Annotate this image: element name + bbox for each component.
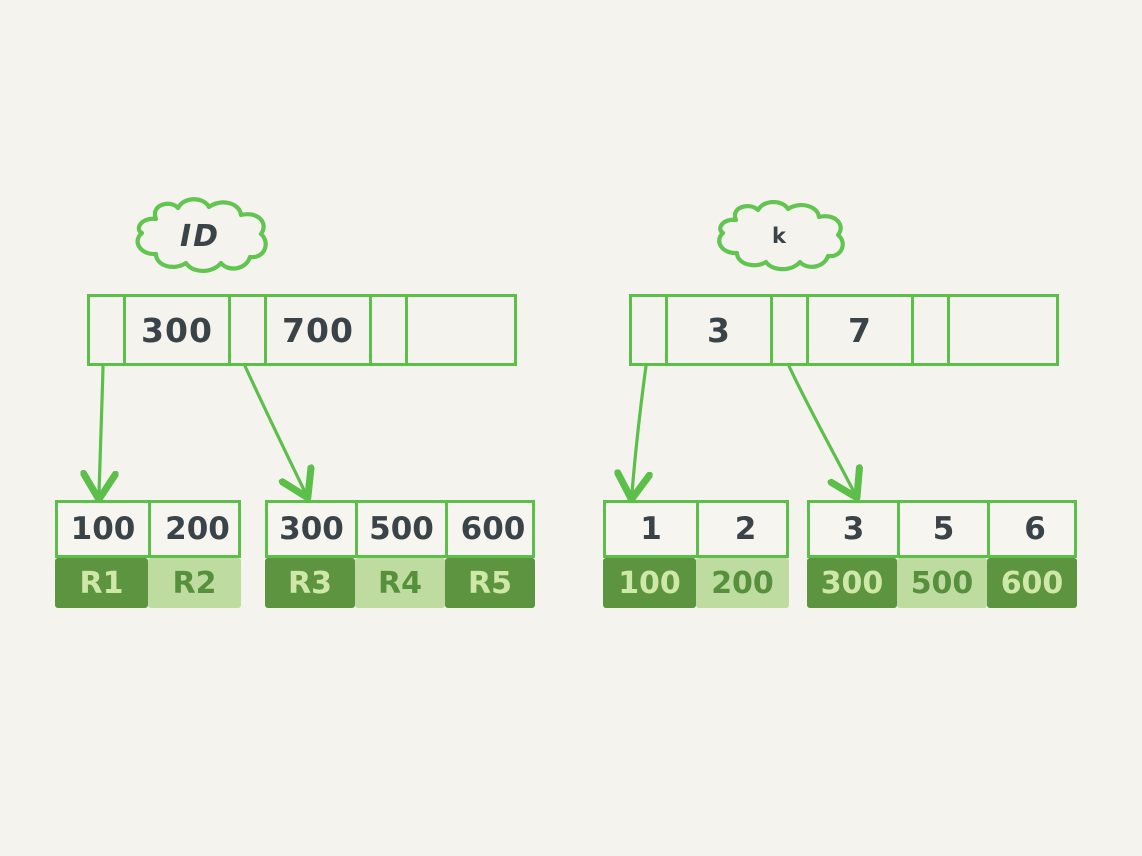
root-pointer-cell-0[interactable]	[632, 297, 668, 363]
arrow-right-root-to-leaf1	[632, 364, 646, 493]
leaf-value-cell[interactable]: 200	[696, 558, 789, 608]
left-leaf-2-keys: 300 500 600	[265, 500, 535, 558]
cloud-label-k-text: k	[772, 224, 786, 248]
cloud-label-id: ID	[126, 197, 274, 275]
leaf-key-cell[interactable]: 5	[900, 503, 990, 555]
cloud-label-k: k	[708, 200, 850, 272]
left-leaf-node-1[interactable]: 100 200 R1 R2	[55, 500, 241, 608]
root-key-cell-1[interactable]: 700	[267, 297, 372, 363]
arrow-left-root-to-leaf2	[243, 364, 305, 492]
right-leaf-1-keys: 1 2	[603, 500, 789, 558]
root-pointer-cell-1[interactable]	[773, 297, 809, 363]
cloud-label-id-text: ID	[179, 218, 221, 254]
leaf-key-cell[interactable]: 3	[810, 503, 900, 555]
leaf-key-cell[interactable]: 1	[606, 503, 699, 555]
leaf-key-cell[interactable]: 600	[460, 511, 526, 547]
leaf-key-cell[interactable]: 6	[1024, 511, 1046, 547]
leaf-value-cell[interactable]: 300	[807, 558, 897, 608]
arrow-left-root-to-leaf1	[99, 364, 103, 493]
left-leaf-node-2[interactable]: 300 500 600 R3 R4 R5	[265, 500, 535, 608]
right-leaf-node-1[interactable]: 1 2 100 200	[603, 500, 789, 608]
right-leaf-node-2[interactable]: 3 5 6 300 500 600	[807, 500, 1077, 608]
leaf-value-cell[interactable]: R4	[355, 558, 445, 608]
leaf-value-cell[interactable]: R2	[148, 558, 241, 608]
leaf-key-cell[interactable]: 100	[58, 503, 151, 555]
leaf-value-cell[interactable]: 600	[987, 558, 1077, 608]
leaf-value-cell[interactable]: R3	[265, 558, 355, 608]
right-leaf-1-values: 100 200	[603, 558, 789, 608]
leaf-value-cell[interactable]: 100	[603, 558, 696, 608]
leaf-value-cell[interactable]: 500	[897, 558, 987, 608]
root-pointer-cell-0[interactable]	[90, 297, 126, 363]
root-key-cell-0[interactable]: 300	[126, 297, 231, 363]
root-key-cell-2[interactable]	[408, 297, 514, 363]
leaf-value-cell[interactable]: R5	[445, 558, 535, 608]
root-key-cell-1[interactable]: 7	[809, 297, 914, 363]
arrow-right-root-to-leaf2	[787, 364, 854, 492]
right-tree-root-node[interactable]: 3 7	[629, 294, 1059, 366]
right-leaf-2-keys: 3 5 6	[807, 500, 1077, 558]
root-pointer-cell-2[interactable]	[914, 297, 950, 363]
root-pointer-cell-1[interactable]	[231, 297, 267, 363]
root-key-cell-0[interactable]: 3	[668, 297, 773, 363]
leaf-key-cell[interactable]: 300	[268, 503, 358, 555]
leaf-key-cell[interactable]: 2	[734, 511, 757, 547]
leaf-key-cell[interactable]: 500	[358, 503, 448, 555]
leaf-value-cell[interactable]: R1	[55, 558, 148, 608]
left-leaf-2-values: R3 R4 R5	[265, 558, 535, 608]
root-pointer-cell-2[interactable]	[372, 297, 408, 363]
left-tree-root-node[interactable]: 300 700	[87, 294, 517, 366]
leaf-key-cell[interactable]: 200	[165, 511, 230, 547]
right-leaf-2-values: 300 500 600	[807, 558, 1077, 608]
root-key-cell-2[interactable]	[950, 297, 1056, 363]
left-leaf-1-values: R1 R2	[55, 558, 241, 608]
left-leaf-1-keys: 100 200	[55, 500, 241, 558]
